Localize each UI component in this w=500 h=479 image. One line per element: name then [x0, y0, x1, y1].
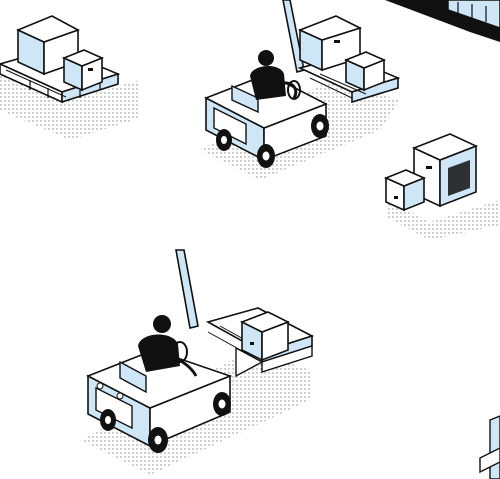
forklift-top: [200, 0, 401, 180]
shelf-top-right: [385, 0, 500, 42]
pallet-top-left: [0, 15, 140, 140]
pallet-bottom-right: [479, 415, 500, 479]
boxes-right: [383, 133, 500, 240]
forklift-bottom: [80, 249, 315, 475]
